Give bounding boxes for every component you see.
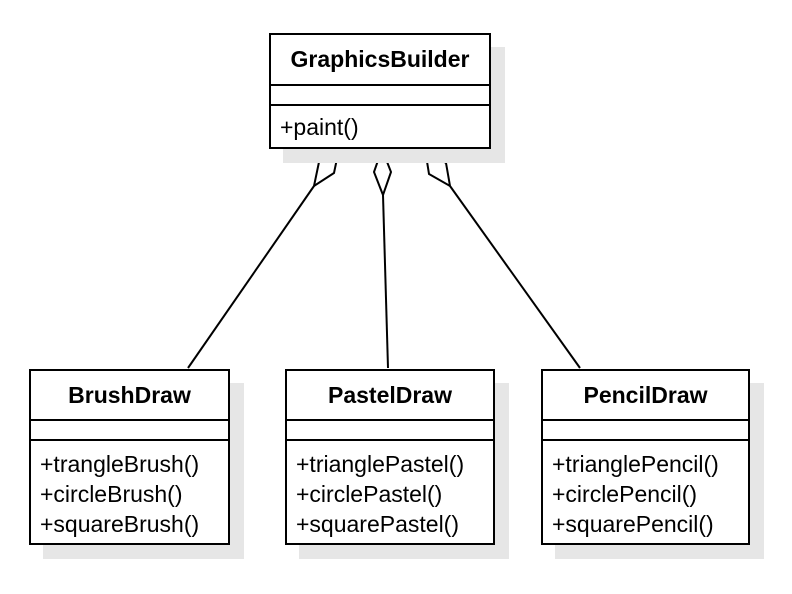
aggregation-brush — [187, 146, 341, 369]
aggregation-pencil — [423, 146, 581, 369]
method-square-brush: +squareBrush() — [40, 511, 200, 537]
attributes-compartment — [271, 86, 489, 106]
method-circle-pencil: +circlePencil() — [552, 481, 698, 507]
aggregation-diamond-pencil — [423, 146, 452, 188]
class-name: GraphicsBuilder — [271, 35, 489, 86]
class-name: PastelDraw — [287, 371, 493, 421]
aggregation-diamond-brush — [312, 146, 341, 189]
methods-compartment: +trianglePencil() +circlePencil() +squar… — [543, 441, 748, 539]
attributes-compartment — [543, 421, 748, 441]
class-pencil-draw[interactable]: PencilDraw +trianglePencil() +circlePenc… — [541, 369, 750, 545]
method-paint: +paint() — [280, 114, 359, 140]
attributes-compartment — [31, 421, 228, 441]
class-pastel-draw[interactable]: PastelDraw +trianglePastel() +circlePast… — [285, 369, 495, 545]
methods-compartment: +trangleBrush() +circleBrush() +squareBr… — [31, 441, 228, 539]
method-triangle-pastel: +trianglePastel() — [296, 451, 465, 477]
aggregation-line-brush — [187, 185, 315, 369]
class-graphics-builder[interactable]: GraphicsBuilder +paint() — [269, 33, 491, 149]
methods-compartment: +paint() — [271, 106, 489, 142]
class-name: PencilDraw — [543, 371, 748, 421]
attributes-compartment — [287, 421, 493, 441]
class-name: BrushDraw — [31, 371, 228, 421]
aggregation-diamond-pastel — [372, 146, 393, 198]
method-circle-brush: +circleBrush() — [40, 481, 183, 507]
method-square-pastel: +squarePastel() — [296, 511, 459, 537]
method-square-pencil: +squarePencil() — [552, 511, 714, 537]
aggregation-pastel — [372, 146, 393, 369]
aggregation-line-pastel — [382, 194, 389, 369]
method-triangle-brush: +trangleBrush() — [40, 451, 200, 477]
methods-compartment: +trianglePastel() +circlePastel() +squar… — [287, 441, 493, 539]
aggregation-line-pencil — [449, 185, 581, 369]
method-circle-pastel: +circlePastel() — [296, 481, 443, 507]
method-triangle-pencil: +trianglePencil() — [552, 451, 719, 477]
class-brush-draw[interactable]: BrushDraw +trangleBrush() +circleBrush()… — [29, 369, 230, 545]
